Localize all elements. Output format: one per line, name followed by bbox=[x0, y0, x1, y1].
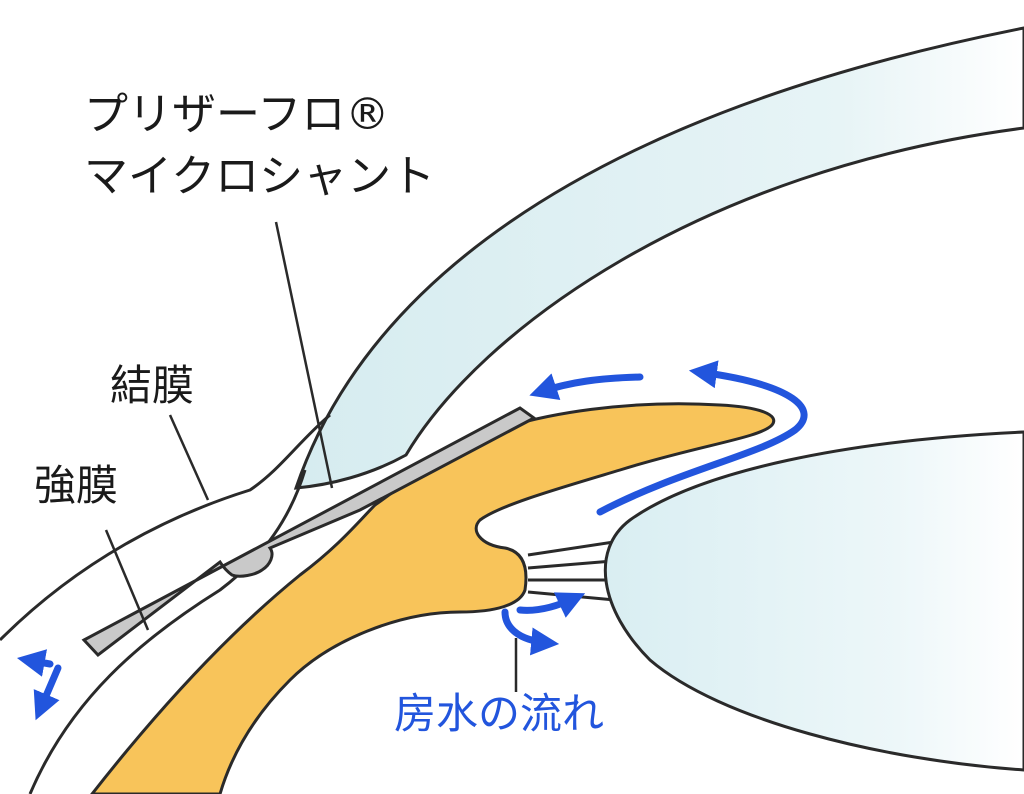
flow-arrow-icon bbox=[501, 608, 560, 656]
flow-arrow-icon bbox=[529, 373, 644, 400]
leader-lines bbox=[104, 221, 518, 692]
microshunt-device bbox=[81, 406, 537, 658]
sclera-outer-line bbox=[0, 413, 331, 642]
conjunctiva-label: 結膜 bbox=[110, 361, 195, 410]
device-name-line1: プリザーフロ® bbox=[84, 89, 390, 140]
cornea bbox=[293, 26, 1024, 490]
flow-arrow-icon bbox=[596, 360, 808, 516]
conjunctiva-line bbox=[28, 469, 307, 794]
device-name-label: プリザーフロ® マイクロシャント bbox=[84, 84, 435, 208]
flow-arrow-icon bbox=[516, 592, 586, 618]
device-name-line2: マイクロシャント bbox=[84, 151, 436, 202]
flow-arrow-icon bbox=[16, 649, 54, 677]
iris-ciliary-body bbox=[90, 402, 776, 794]
flow-arrow-icon bbox=[33, 664, 62, 721]
aqueous-flow-arrows bbox=[16, 360, 808, 721]
lens bbox=[603, 430, 1024, 772]
aqueous-flow-label: 房水の流れ bbox=[394, 689, 605, 738]
sclera-label: 強膜 bbox=[34, 461, 119, 510]
